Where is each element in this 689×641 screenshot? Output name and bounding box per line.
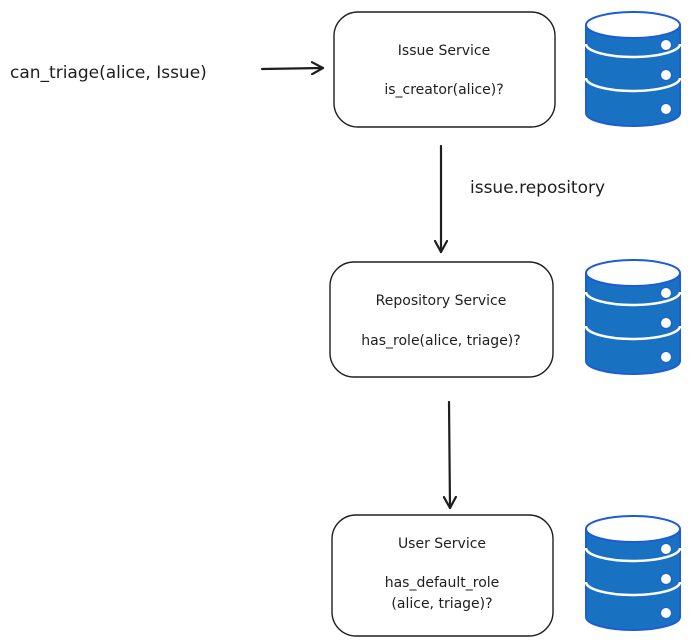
user-service-check-line2: (alice, triage)? [391,596,492,612]
issue-service-node: Issue Service is_creator(alice)? [333,11,556,128]
database-icon [584,515,682,631]
repository-service-title: Repository Service [376,293,507,309]
input-call-label: can_triage(alice, Issue) [10,63,207,83]
input-arrow [260,68,325,69]
user-service-node: User Service has_default_role (alice, tr… [331,514,554,637]
repository-to-user-arrow [449,400,450,510]
user-service-check-line1: has_default_role [385,575,500,591]
issue-service-title: Issue Service [398,43,490,59]
edge-label-issue-repository: issue.repository [470,178,605,198]
issue-service-check: is_creator(alice)? [384,82,503,98]
repository-service-check: has_role(alice, triage)? [361,333,520,349]
repository-service-node: Repository Service has_role(alice, triag… [329,261,554,378]
database-icon [584,259,682,375]
user-service-title: User Service [398,536,486,552]
database-icon [584,11,682,127]
